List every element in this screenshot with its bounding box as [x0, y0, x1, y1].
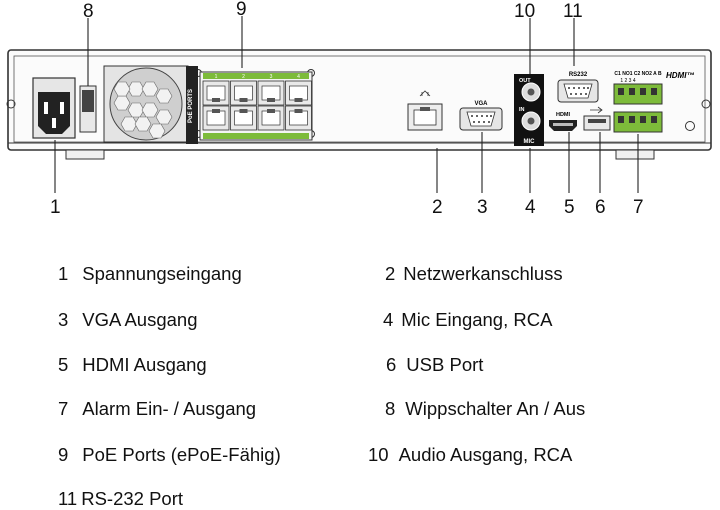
poe-port-icon — [202, 105, 230, 131]
hdmi-port-label: HDMI — [556, 112, 571, 118]
legend-text: Alarm Ein- / Ausgang — [82, 398, 257, 419]
poe-port-icon — [285, 105, 312, 131]
callout-1: 1 — [50, 197, 61, 218]
poe-port-icon — [230, 80, 257, 106]
poe-panel-label: PoE PORTS — [188, 89, 194, 123]
hdmi-logo: HDMI™ — [666, 71, 694, 80]
legend-num: 4 — [383, 309, 394, 330]
legend-item-2: 2 Netzwerkanschluss — [385, 263, 563, 285]
legend-item-9: 9 PoE Ports (ePoE-Fähig) — [58, 444, 281, 466]
legend-item-5: 5 HDMI Ausgang — [58, 354, 207, 376]
callout-8: 8 — [83, 1, 94, 22]
power-input-icon — [32, 77, 76, 139]
legend-num: 3 — [58, 309, 69, 330]
poe-port-number: 4 — [297, 74, 300, 80]
legend-num: 11 — [58, 488, 78, 509]
legend-num: 10 — [368, 444, 389, 465]
poe-port-icon — [202, 80, 230, 106]
legend-num: 5 — [58, 354, 69, 375]
legend-text: Mic Eingang, RCA — [401, 309, 553, 330]
poe-led-strip-top — [203, 73, 309, 79]
callout-11: 11 — [563, 1, 583, 22]
legend-num: 6 — [386, 354, 397, 375]
legend-item-8: 8 Wippschalter An / Aus — [385, 398, 585, 420]
legend-num: 2 — [385, 263, 396, 284]
poe-port-number: 3 — [270, 74, 273, 80]
callout-3: 3 — [477, 197, 488, 218]
callout-9: 9 — [236, 0, 247, 20]
hdmi-port-icon: HDMI — [549, 112, 577, 131]
legend-text: Wippschalter An / Aus — [405, 398, 586, 419]
poe-port-icon — [285, 80, 312, 106]
poe-port-icon — [230, 105, 257, 131]
fan-icon — [103, 65, 189, 143]
legend-num: 8 — [385, 398, 396, 419]
audio-in-label: IN — [519, 107, 525, 113]
legend-text: Audio Ausgang, RCA — [398, 444, 573, 465]
legend-item-3: 3 VGA Ausgang — [58, 309, 198, 331]
legend-item-6: 6 USB Port — [386, 354, 483, 376]
alarm-numbers: 1 2 3 4 — [620, 78, 636, 84]
legend-item-10: 10 Audio Ausgang, RCA — [368, 444, 572, 466]
rocker-switch-icon — [79, 85, 97, 133]
rs232-port-icon: RS232 — [557, 72, 599, 103]
legend-text: HDMI Ausgang — [82, 354, 207, 375]
poe-port-number: 2 — [242, 74, 245, 80]
mic-label: MIC — [524, 139, 536, 145]
poe-port-icon — [257, 80, 285, 106]
poe-ports-block: PoE PORTS 1 2 3 4 — [186, 66, 313, 144]
poe-port-icon — [257, 105, 285, 131]
callout-7: 7 — [633, 197, 644, 218]
audio-out-label: OUT — [519, 78, 531, 84]
legend-text: Spannungseingang — [82, 263, 242, 284]
vga-label: VGA — [474, 101, 488, 107]
legend-item-4: 4 Mic Eingang, RCA — [383, 309, 552, 331]
legend-text: VGA Ausgang — [82, 309, 198, 330]
callout-10: 10 — [514, 1, 536, 22]
alarm-terminal-block: C1 NO1 C2 NO2 A B 1 2 3 4 HDMI™ — [613, 71, 694, 133]
rs232-label: RS232 — [569, 72, 588, 78]
vga-port-icon: VGA — [459, 101, 503, 131]
rear-panel-diagram: PoE PORTS 1 2 3 4 VGA OUT IN MIC RS232 — [6, 16, 712, 193]
network-port-icon — [407, 90, 443, 131]
legend-num: 1 — [58, 263, 69, 284]
poe-port-number: 1 — [215, 74, 218, 80]
legend-num: 9 — [58, 444, 69, 465]
callout-leader-lines — [54, 16, 639, 193]
usb-port-icon — [583, 106, 611, 131]
legend-num: 7 — [58, 398, 69, 419]
callout-6: 6 — [595, 197, 606, 218]
callout-4: 4 — [525, 197, 536, 218]
callout-5: 5 — [564, 197, 575, 218]
legend-text: RS-232 Port — [81, 488, 184, 509]
alarm-header: C1 NO1 C2 NO2 A B — [614, 71, 662, 77]
legend-text: USB Port — [406, 354, 484, 375]
legend-item-7: 7 Alarm Ein- / Ausgang — [58, 398, 256, 420]
legend-text: Netzwerkanschluss — [403, 263, 563, 284]
poe-led-strip-bottom — [203, 133, 309, 139]
callout-2: 2 — [432, 197, 443, 218]
legend-text: PoE Ports (ePoE-Fähig) — [82, 444, 281, 465]
audio-jacks-block: OUT IN MIC — [514, 74, 544, 146]
legend-item-1: 1 Spannungseingang — [58, 263, 242, 285]
